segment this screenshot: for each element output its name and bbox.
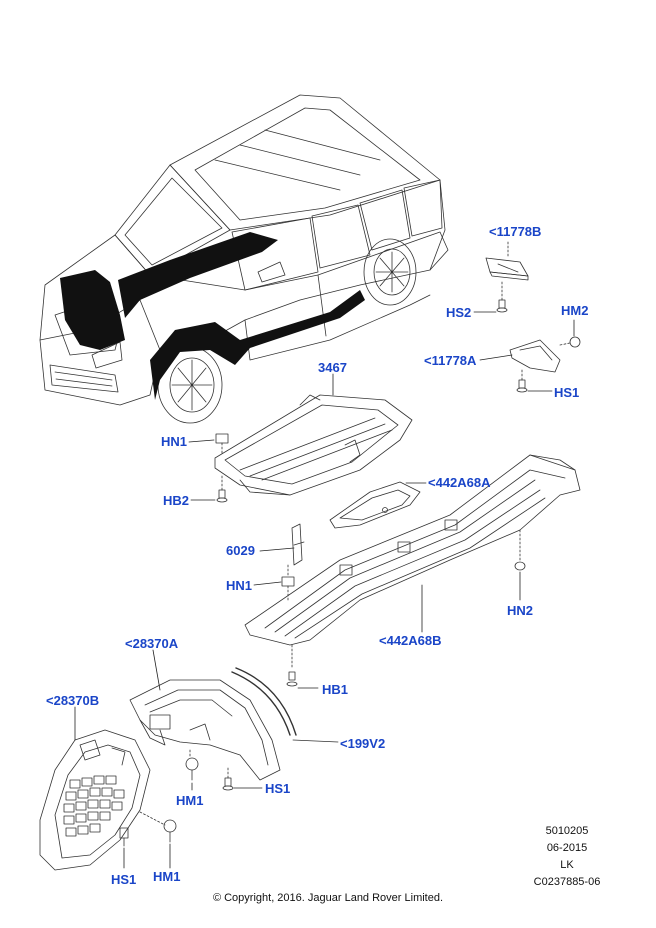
- bracket-11778b[interactable]: [485, 241, 529, 281]
- leader-lines: [74, 311, 575, 869]
- diagram-code: 5010205: [545, 825, 589, 837]
- fastener-hm2[interactable]: [559, 336, 581, 348]
- shield-442a68b[interactable]: [244, 454, 581, 669]
- callout-hm1-mid[interactable]: HM1: [176, 793, 204, 808]
- callout-11778b[interactable]: <11778B: [489, 224, 542, 239]
- diagram-date: 06-2015: [546, 842, 588, 854]
- nut-hn1-top[interactable]: [215, 433, 229, 456]
- bolt-hb1[interactable]: [286, 671, 298, 687]
- liner-28370b[interactable]: [39, 729, 166, 871]
- callout-442a68a[interactable]: <442A68A: [428, 475, 491, 490]
- bracket-11778a[interactable]: [509, 339, 561, 381]
- vehicle-illustration: [39, 94, 449, 424]
- callout-hb1[interactable]: HB1: [322, 682, 349, 697]
- nut-hn2[interactable]: [514, 561, 526, 571]
- fastener-hs2[interactable]: [496, 281, 508, 313]
- liner-28370a[interactable]: [129, 679, 281, 781]
- callout-hn1-top[interactable]: HN1: [161, 434, 188, 449]
- callout-hs1-top[interactable]: HS1: [554, 385, 580, 400]
- callout-hm1-bottom[interactable]: HM1: [153, 869, 181, 884]
- fastener-hs1-mid[interactable]: [222, 777, 234, 791]
- diagram-ref: C0237885-06: [533, 876, 601, 888]
- callout-6029[interactable]: 6029: [226, 543, 255, 558]
- callout-3467[interactable]: 3467: [318, 360, 347, 375]
- callout-hs1-bottom[interactable]: HS1: [111, 872, 137, 887]
- callout-hs2[interactable]: HS2: [446, 305, 472, 320]
- callout-hm2[interactable]: HM2: [561, 303, 589, 318]
- callout-hn1-mid[interactable]: HN1: [226, 578, 253, 593]
- callout-442a68b[interactable]: <442A68B: [379, 633, 442, 648]
- callout-28370a[interactable]: <28370A: [125, 636, 179, 651]
- fastener-hs1-top[interactable]: [516, 379, 528, 393]
- moulding-199v2[interactable]: [231, 667, 339, 743]
- undertray-3467[interactable]: [214, 394, 413, 496]
- callout-11778a[interactable]: <11778A: [424, 353, 477, 368]
- fastener-hm1-mid[interactable]: [185, 757, 199, 781]
- callout-199v2[interactable]: <199V2: [340, 736, 386, 751]
- vehicle-highlighted-shields: [60, 232, 365, 400]
- callout-hs1-mid[interactable]: HS1: [265, 781, 291, 796]
- bolt-hb2[interactable]: [216, 475, 228, 503]
- fastener-hm1-bottom[interactable]: [163, 819, 177, 843]
- shield-442a68a[interactable]: [329, 481, 421, 529]
- diagram-initials: LK: [560, 859, 574, 871]
- fastener-hs1-bottom[interactable]: [119, 827, 129, 847]
- bracket-6029[interactable]: [287, 523, 305, 576]
- callout-hb2[interactable]: HB2: [163, 493, 190, 508]
- nut-hn1-mid[interactable]: [281, 576, 295, 601]
- callout-28370b[interactable]: <28370B: [46, 693, 100, 708]
- copyright-notice: © Copyright, 2016. Jaguar Land Rover Lim…: [212, 892, 444, 904]
- callout-hn2[interactable]: HN2: [507, 603, 534, 618]
